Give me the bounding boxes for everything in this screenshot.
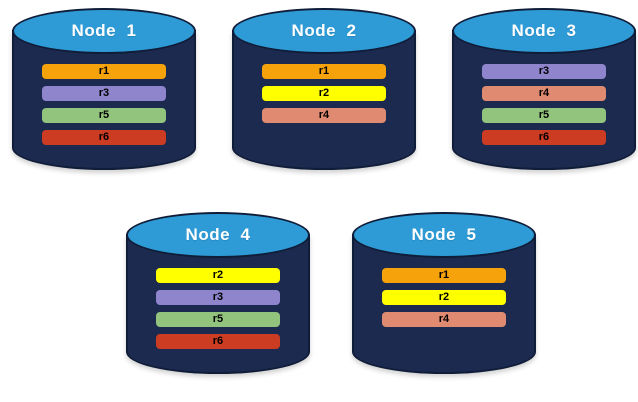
replica-bar[interactable]: r3 — [482, 64, 606, 79]
replica-bar[interactable]: r5 — [156, 312, 280, 327]
replica-list: r2 r3 r5 r6 — [126, 268, 310, 349]
replica-bar[interactable]: r6 — [42, 130, 166, 145]
cylinder-top-ellipse — [12, 8, 196, 54]
cylinder-top-ellipse — [352, 212, 536, 258]
replica-bar[interactable]: r6 — [482, 130, 606, 145]
node-label: Node 3 — [511, 21, 577, 40]
cylinder-top-ellipse — [126, 212, 310, 258]
replica-bar[interactable]: r4 — [482, 86, 606, 101]
replica-bar[interactable]: r2 — [382, 290, 506, 305]
replica-list: r1 r2 r4 — [232, 64, 416, 123]
cylinder-top-ellipse — [232, 8, 416, 54]
replica-bar[interactable]: r4 — [382, 312, 506, 327]
replica-list: r1 r3 r5 r6 — [12, 64, 196, 145]
replica-bar[interactable]: r1 — [382, 268, 506, 283]
replica-bar[interactable]: r3 — [156, 290, 280, 305]
replica-bar[interactable]: r1 — [42, 64, 166, 79]
replica-bar[interactable]: r5 — [482, 108, 606, 123]
node-label: Node 2 — [291, 21, 357, 40]
replica-list: r3 r4 r5 r6 — [452, 64, 636, 145]
replica-bar[interactable]: r4 — [262, 108, 386, 123]
replica-list: r1 r2 r4 — [352, 268, 536, 327]
node-label: Node 1 — [71, 21, 137, 40]
node-label: Node 4 — [185, 225, 251, 244]
node-label: Node 5 — [411, 225, 477, 244]
replica-bar[interactable]: r1 — [262, 64, 386, 79]
replica-bar[interactable]: r2 — [262, 86, 386, 101]
cylinder-top-ellipse — [452, 8, 636, 54]
replica-bar[interactable]: r3 — [42, 86, 166, 101]
replica-bar[interactable]: r5 — [42, 108, 166, 123]
replica-bar[interactable]: r6 — [156, 334, 280, 349]
replica-bar[interactable]: r2 — [156, 268, 280, 283]
